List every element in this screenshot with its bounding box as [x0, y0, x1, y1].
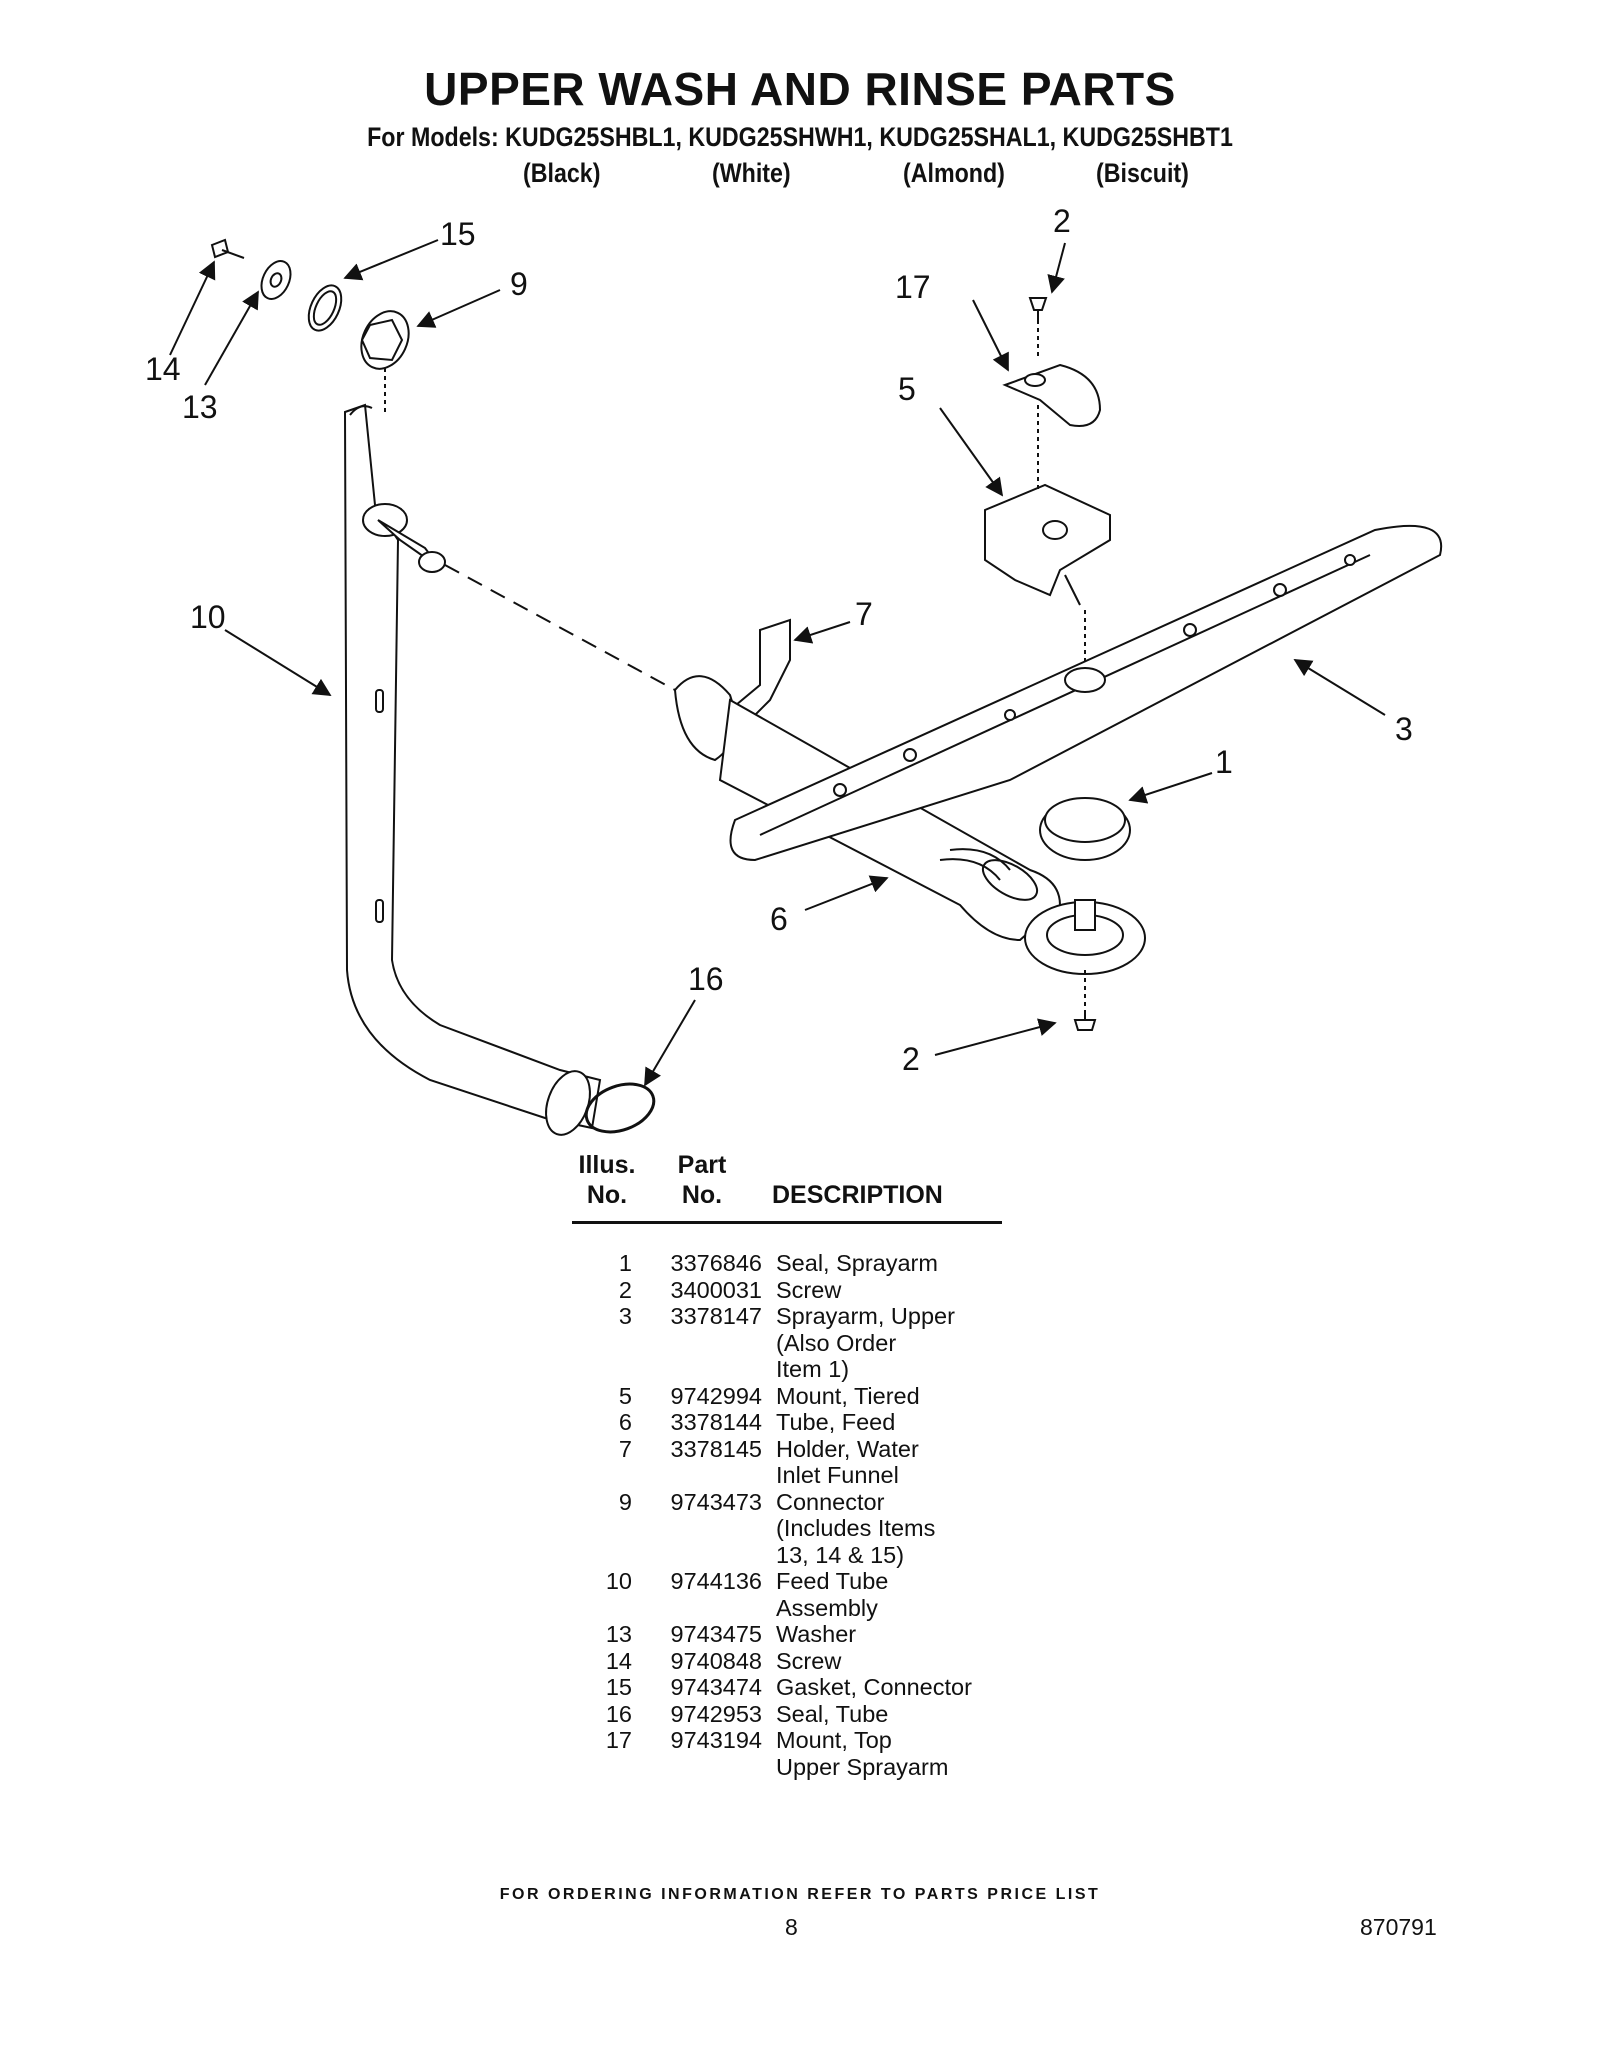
table-row: 7 3378145 Holder, Water Inlet Funnel	[572, 1436, 1012, 1489]
part-number: 9744136	[670, 1568, 763, 1594]
illus-number: 10	[605, 1568, 632, 1594]
callout-16: 16	[688, 961, 724, 997]
part-number: 3376846	[670, 1250, 763, 1276]
callout-2-top: 2	[1053, 203, 1071, 239]
part-number: 3400031	[670, 1276, 763, 1303]
part-number: 9740848	[670, 1647, 763, 1674]
table-row: 16 9742953 Seal, Tube	[572, 1701, 1012, 1728]
part-description: Screw	[776, 1647, 842, 1674]
page-title: UPPER WASH AND RINSE PARTS	[424, 63, 1176, 115]
part-description: Washer	[776, 1621, 857, 1647]
part-description: Gasket, Connector	[776, 1674, 972, 1700]
illus-number: 1	[618, 1250, 632, 1276]
part-description: Mount, Top Upper Sprayarm	[776, 1727, 949, 1780]
upper-sprayarm	[729, 524, 1443, 862]
exploded-parts-diagram: 15 9 14 13 10 7 2 17 5 3 1 6 16 2	[145, 203, 1443, 1136]
part-number: 9743473	[670, 1488, 763, 1515]
part-number: 3378147	[670, 1303, 763, 1329]
illus-number: 3	[618, 1303, 632, 1329]
connector-parts	[210, 238, 410, 412]
illus-number: 15	[605, 1674, 632, 1700]
part-number: 9742953	[670, 1700, 763, 1727]
table-row: 17 9743194 Mount, Top Upper Sprayarm	[572, 1727, 1012, 1780]
part-description: Holder, Water Inlet Funnel	[776, 1435, 919, 1489]
document-number: 870791	[1360, 1914, 1437, 1940]
tube-seal	[584, 1082, 656, 1134]
illus-number: 5	[618, 1382, 632, 1409]
table-row: 13 9743475 Washer	[572, 1621, 1012, 1648]
part-description: Tube, Feed	[776, 1409, 896, 1435]
callout-14: 14	[145, 351, 181, 387]
callout-5: 5	[898, 371, 916, 407]
table-row: 14 9740848 Screw	[572, 1648, 1012, 1675]
table-row: 5 9742994 Mount, Tiered	[572, 1383, 1012, 1410]
callout-3: 3	[1395, 711, 1413, 747]
callout-9: 9	[510, 266, 528, 302]
part-number: 3378145	[670, 1435, 763, 1462]
illus-number: 6	[618, 1409, 632, 1435]
header-part-no: Part No.	[677, 1151, 727, 1209]
assembly-line	[444, 564, 676, 691]
table-row: 15 9743474 Gasket, Connector	[572, 1674, 1012, 1701]
table-row: 1 3376846 Seal, Sprayarm	[572, 1250, 1012, 1277]
illus-number: 17	[605, 1727, 632, 1753]
parts-table: Illus. No. Part No. DESCRIPTION 1 3376846…	[572, 1150, 1012, 1780]
table-row: 3 3378147 Sprayarm, Upper (Also Order Item…	[572, 1303, 1012, 1383]
part-number: 9742994	[670, 1382, 763, 1409]
mounts	[984, 297, 1111, 1031]
part-number: 9743474	[670, 1674, 763, 1700]
illus-number: 7	[618, 1435, 632, 1462]
color-black: (Black)	[523, 158, 601, 188]
header-illus-no: Illus. No.	[578, 1151, 636, 1209]
callout-10: 10	[190, 599, 226, 635]
illus-number: 16	[605, 1700, 632, 1727]
part-description: Seal, Tube	[776, 1700, 889, 1727]
callout-2-bottom: 2	[902, 1041, 920, 1077]
header-rule	[572, 1221, 1002, 1224]
color-white: (White)	[712, 158, 791, 188]
part-description: Seal, Sprayarm	[776, 1250, 938, 1276]
part-description: Mount, Tiered	[776, 1382, 920, 1409]
illus-number: 13	[605, 1621, 632, 1647]
models-line: For Models: KUDG25SHBL1, KUDG25SHWH1, KU…	[367, 122, 1233, 152]
color-almond: (Almond)	[903, 158, 1005, 188]
feed-tube-and-holder	[673, 618, 1146, 975]
part-description: Connector (Includes Items 13, 14 & 15)	[776, 1488, 936, 1568]
part-description: Feed Tube Assembly	[776, 1568, 889, 1621]
page-number: 8	[785, 1914, 798, 1940]
feed-tube-assembly	[343, 403, 602, 1136]
illus-number: 2	[618, 1276, 632, 1303]
part-description: Sprayarm, Upper (Also Order Item 1)	[776, 1303, 955, 1382]
header-description: DESCRIPTION	[772, 1181, 943, 1209]
callout-13: 13	[182, 389, 218, 425]
callout-7: 7	[855, 596, 873, 632]
table-row: 9 9743473 Connector (Includes Items 13, 14…	[572, 1489, 1012, 1569]
part-number: 9743194	[670, 1727, 763, 1753]
table-row: 10 9744136 Feed Tube Assembly	[572, 1568, 1012, 1621]
table-row: 6 3378144 Tube, Feed	[572, 1409, 1012, 1436]
callout-17: 17	[895, 269, 931, 305]
callout-6: 6	[770, 901, 788, 937]
parts-table-header: Illus. No. Part No. DESCRIPTION	[572, 1150, 1012, 1230]
callout-15: 15	[440, 216, 476, 252]
leader-arrows	[169, 239, 1386, 1087]
table-row: 2 3400031 Screw	[572, 1277, 1012, 1304]
color-biscuit: (Biscuit)	[1096, 158, 1189, 188]
sprayarm-seal	[1039, 797, 1131, 861]
part-number: 9743475	[670, 1621, 763, 1647]
model-colors: (Black) (White) (Almond) (Biscuit)	[0, 158, 1600, 192]
callout-1: 1	[1215, 744, 1233, 780]
illus-number: 9	[618, 1488, 632, 1515]
ordering-footer: FOR ORDERING INFORMATION REFER TO PARTS …	[499, 1886, 1101, 1903]
part-description: Screw	[776, 1276, 842, 1303]
illus-number: 14	[605, 1647, 632, 1674]
part-number: 3378144	[670, 1409, 763, 1435]
